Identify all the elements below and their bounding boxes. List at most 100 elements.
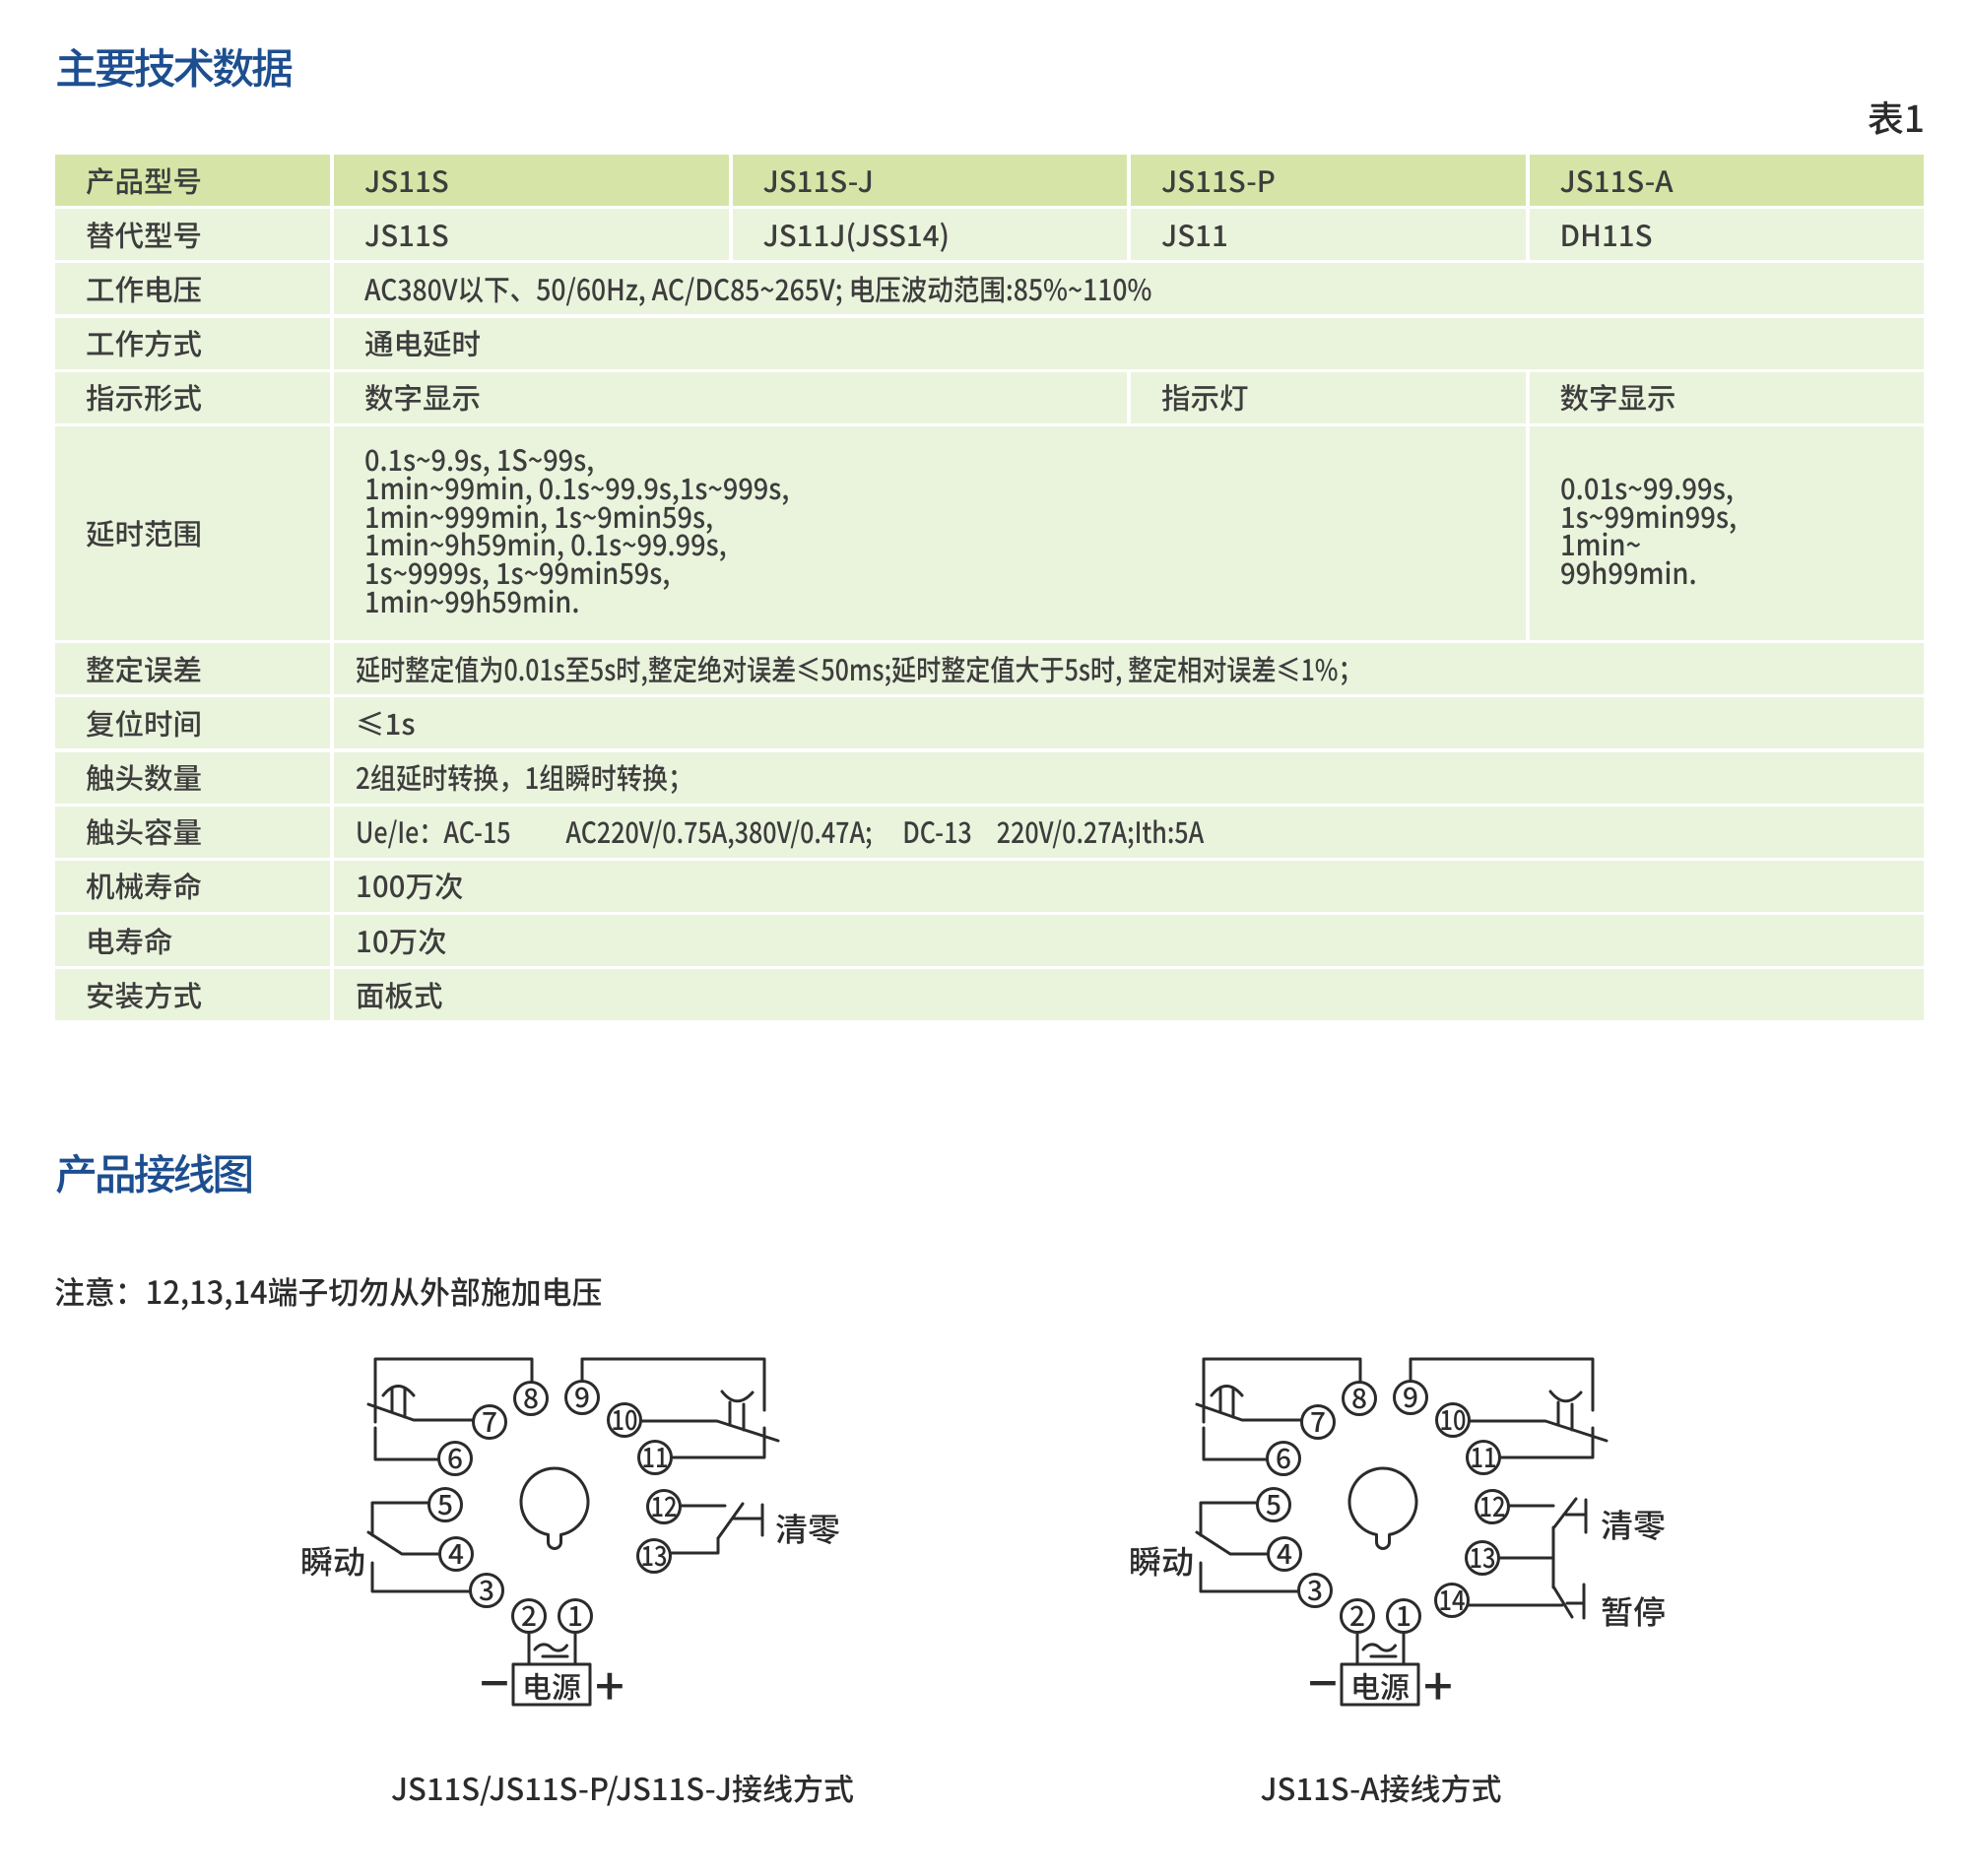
delay-symbol-arc <box>1548 1390 1583 1403</box>
table-cell-text: 产品型号 <box>86 159 203 201</box>
table-cell-text: JS11S <box>364 213 449 255</box>
delay-range-line: 1min~99min, 0.1s~99.9s,1s~999s, <box>364 466 790 508</box>
table-row-label: 机械寿命 <box>55 860 330 912</box>
terminal-pin-number: 11 <box>642 1437 669 1476</box>
wiring-note: 注意：12,13,14端子切勿从外部施加电压 <box>54 1268 623 1314</box>
terminal-pin <box>1256 1487 1291 1522</box>
wire-to-pin6 <box>1202 1426 1269 1461</box>
terminal-pin <box>511 1598 547 1634</box>
terminal-pin-number: 6 <box>447 1438 463 1477</box>
wire-from-pin13 <box>669 1536 720 1555</box>
table-row-label: 复位时间 <box>55 697 330 749</box>
table-cell: JS11S <box>334 155 729 206</box>
terminal-pin-number: 9 <box>1403 1377 1418 1416</box>
table-cell-text: 2组延时转换，1组瞬时转换； <box>356 756 694 798</box>
terminal-pin-number: 14 <box>1439 1580 1466 1619</box>
table-cell: 2组延时转换，1组瞬时转换； <box>334 751 1924 804</box>
terminal-pin-number: 9 <box>574 1377 590 1416</box>
terminal-pin-number: 5 <box>437 1484 453 1523</box>
table-cell-text: 数字显示 <box>364 376 482 419</box>
table-cell: 指示灯 <box>1131 371 1526 423</box>
minus-sign: − <box>480 1644 509 1717</box>
delay-range-line: 1s~99min99s, <box>1559 494 1737 537</box>
rail-top-right <box>580 1357 766 1412</box>
terminal-pin-number: 4 <box>448 1533 464 1573</box>
table-cell-text: 替代型号 <box>86 213 203 255</box>
table-cell: 100万次 <box>334 860 1924 912</box>
terminal-pin <box>564 1380 600 1415</box>
delay-symbol-arc <box>1210 1385 1244 1397</box>
wire-to-pin5 <box>370 1501 430 1537</box>
table-cell-text: 延时范围 <box>86 511 203 553</box>
table-cell-text: JS11S-A <box>1559 159 1674 201</box>
table-cell-text: 数字显示 <box>1559 376 1676 419</box>
terminal-pin <box>1434 1583 1470 1618</box>
table-row-label: 触头数量 <box>55 751 330 804</box>
terminal-pin <box>1466 1440 1501 1475</box>
table-cell: 10万次 <box>334 915 1924 967</box>
reset-button-blade <box>1551 1497 1578 1530</box>
terminal-pin <box>513 1381 549 1416</box>
delay-range-line: 1min~9h59min, 0.1s~99.99s, <box>364 523 727 565</box>
table-cell: 数字显示 <box>334 371 1127 423</box>
terminal-pin <box>1340 1598 1375 1634</box>
table-cell: JS11S-A <box>1529 155 1924 206</box>
table-cell-text: JS11S-J <box>762 159 874 201</box>
rail-top-right <box>1409 1357 1595 1412</box>
wire-to-pin11 <box>1499 1426 1595 1459</box>
table-cell-text: JS11S-P <box>1161 159 1276 201</box>
terminal-pin <box>558 1598 593 1634</box>
table-cell: 0.1s~9.9s, 1S~99s,1min~99min, 0.1s~99.9s… <box>334 425 1526 640</box>
table-row-label: 替代型号 <box>55 209 330 261</box>
terminal-pin-number: 11 <box>1471 1437 1497 1476</box>
terminal-pin <box>472 1404 507 1440</box>
terminal-pin <box>646 1489 682 1524</box>
terminal-pin <box>1342 1381 1377 1416</box>
wiring-note-text: 注意：12,13,14端子切勿从外部施加电压 <box>54 1268 603 1314</box>
terminal-pin <box>469 1573 504 1608</box>
reset-label: 清零 <box>1601 1500 1666 1547</box>
tech-data-table: 产品型号 JS11S JS11S-J JS11S-P JS11S-A 替代型号 … <box>55 155 1924 1021</box>
delay-range-line: 99h99min. <box>1559 551 1697 594</box>
table-cell-text: 安装方式 <box>86 973 203 1015</box>
plus-sign: + <box>1423 1647 1453 1720</box>
table-cell: JS11S-P <box>1131 155 1526 206</box>
table-row-label: 电寿命 <box>55 915 330 967</box>
keyhole-socket-outline <box>1347 1466 1418 1550</box>
table-cell: JS11J(JSS14) <box>732 209 1127 261</box>
pause-label: 暂停 <box>1601 1586 1666 1634</box>
keyhole-socket-outline <box>519 1466 590 1550</box>
instant-contact-blade <box>1195 1530 1270 1556</box>
table-cell: 0.01s~99.99s,1s~99min99s,1min~99h99min. <box>1529 425 1924 640</box>
delay-no-contact-blade <box>1195 1402 1304 1422</box>
section-title-tech-data: 主要技术数据 <box>55 35 294 97</box>
plus-sign: + <box>595 1647 624 1720</box>
power-label: 电源 <box>522 1663 581 1707</box>
table-cell: ≤1s <box>334 697 1924 749</box>
table-cell-text: 指示灯 <box>1161 376 1249 419</box>
terminal-pin-number: 7 <box>482 1401 497 1441</box>
table-row-label: 指示形式 <box>55 371 330 423</box>
table-row-label: 产品型号 <box>55 155 330 206</box>
delay-range-line: 0.1s~9.9s, 1S~99s, <box>364 438 595 481</box>
diagram-caption-left: JS11S/JS11S-P/JS11S-J接线方式 <box>391 1765 854 1809</box>
table-cell: DH11S <box>1529 209 1924 261</box>
ac-dc-symbol <box>1361 1643 1397 1652</box>
terminal-pin-number: 13 <box>1470 1537 1496 1577</box>
terminal-pin-number: 7 <box>1310 1401 1326 1441</box>
table-cell-text: 通电延时 <box>364 322 482 364</box>
terminal-pin <box>1475 1489 1510 1524</box>
terminal-pin-number: 12 <box>1479 1486 1506 1525</box>
table-cell-text: 工作电压 <box>86 267 203 309</box>
table-cell-text: 整定误差 <box>86 647 203 689</box>
table-cell: JS11S <box>334 209 729 261</box>
pause-button-blade <box>1551 1585 1574 1619</box>
table-cell-text: JS11 <box>1161 213 1228 255</box>
terminal-pin <box>1465 1540 1500 1576</box>
diagram-caption-right: JS11S-A接线方式 <box>1261 1765 1502 1809</box>
instant-contact-blade <box>366 1530 441 1556</box>
terminal-pin-number: 5 <box>1266 1484 1281 1523</box>
table-cell-text: 100万次 <box>356 865 464 907</box>
